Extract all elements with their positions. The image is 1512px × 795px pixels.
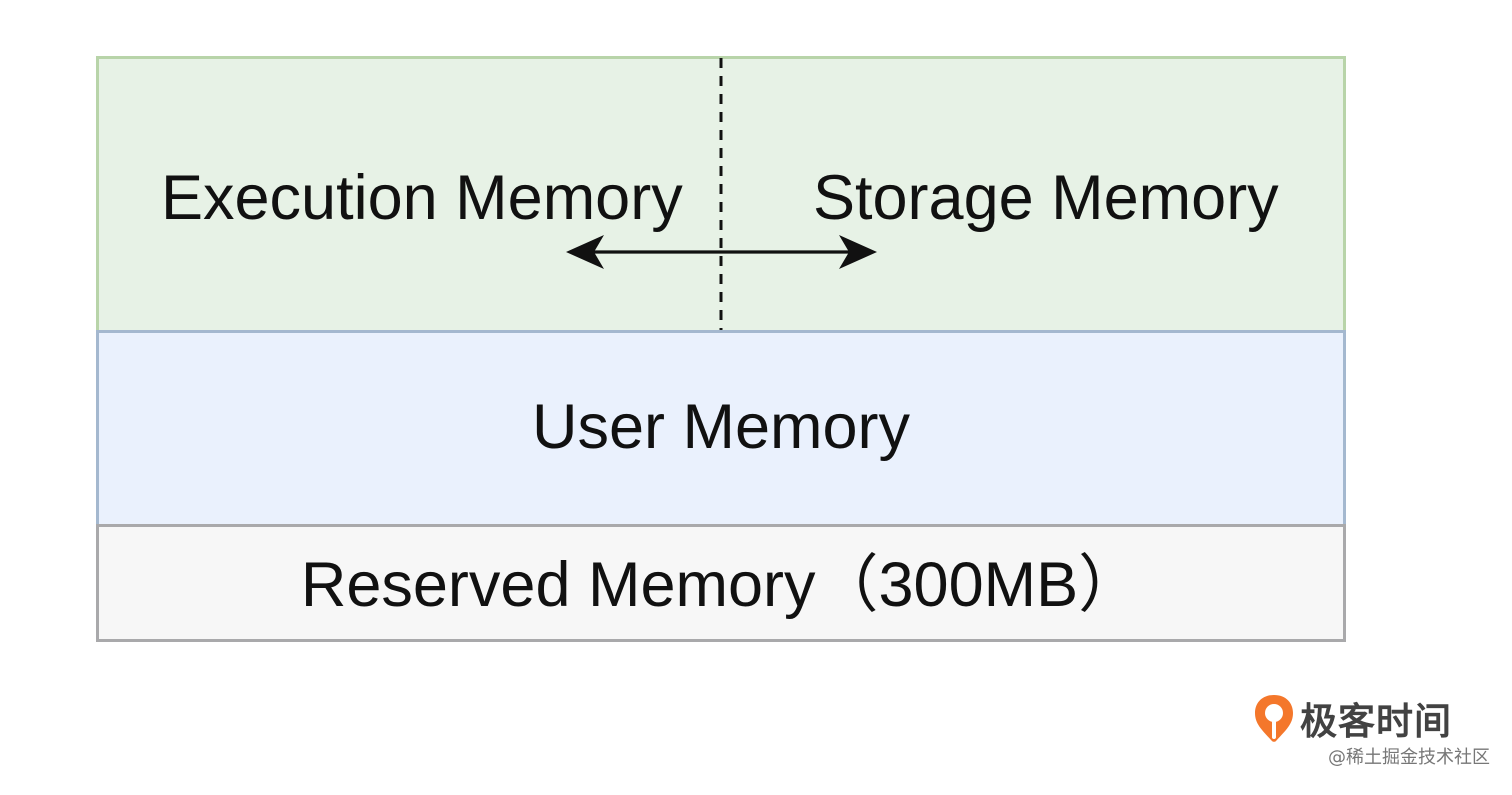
storage-memory-label: Storage Memory	[813, 163, 1279, 233]
geek-time-logo-icon	[1255, 695, 1293, 742]
juejin-credit-text: @稀土掘金技术社区	[1328, 747, 1490, 768]
spark-memory-diagram: Execution Memory Storage Memory User Mem…	[96, 56, 1346, 642]
reserved-memory-label: Reserved Memory（300MB）	[300, 550, 1142, 620]
execution-memory-label: Execution Memory	[161, 163, 683, 233]
user-memory-label: User Memory	[531, 392, 911, 462]
watermark: 极客时间 @稀土掘金技术社区	[1252, 689, 1490, 777]
reserved-memory-block: Reserved Memory（300MB）	[96, 524, 1346, 642]
user-memory-block: User Memory	[96, 330, 1346, 524]
execution-storage-memory-block: Execution Memory Storage Memory	[96, 56, 1346, 330]
geek-time-logo-text: 极客时间	[1300, 700, 1452, 743]
